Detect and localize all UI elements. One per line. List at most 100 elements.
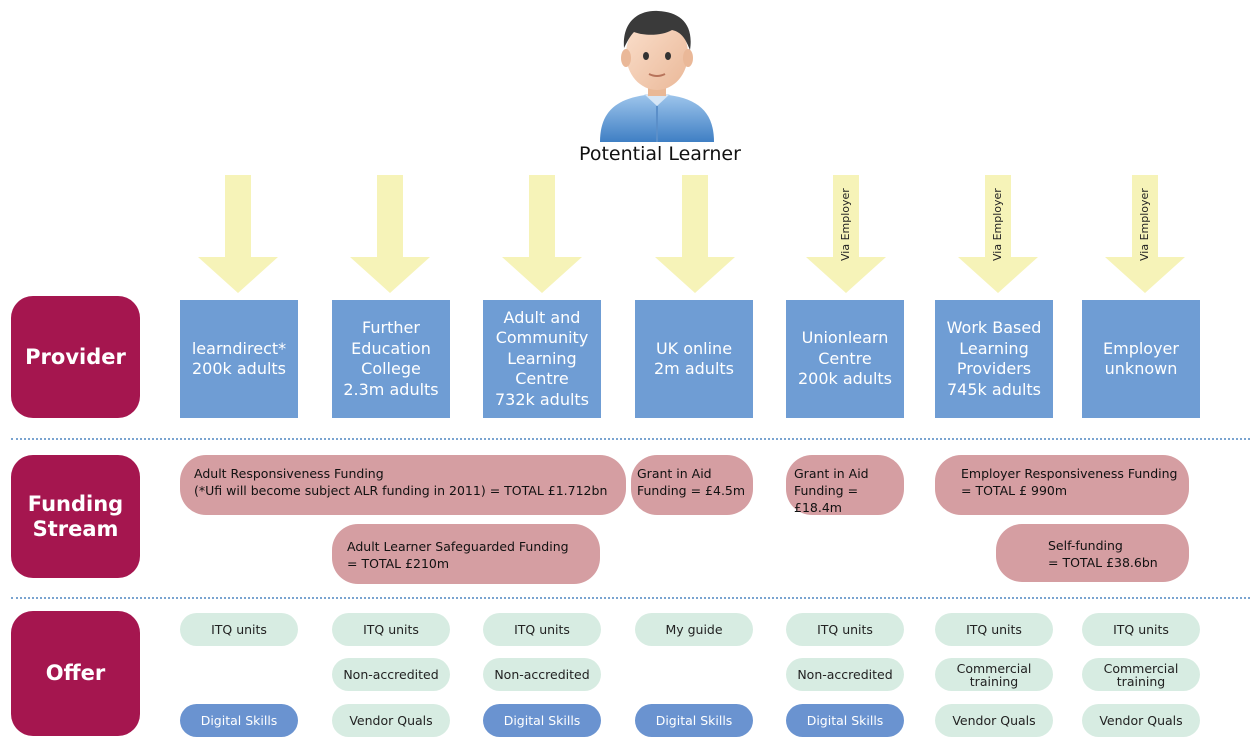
down-arrow	[350, 175, 430, 293]
offer-text: Digital Skills	[806, 713, 884, 728]
funding-grant-in-aid-uk-online: Grant in Aid Funding = £4.5m	[631, 455, 753, 515]
offer-text: Vendor Quals	[1099, 713, 1183, 728]
provider-line: 2.3m adults	[343, 379, 439, 399]
row-label-offer: Offer	[11, 611, 140, 736]
offer-pill: My guide	[635, 613, 753, 646]
provider-line: Providers	[956, 359, 1032, 378]
offer-text: Vendor Quals	[349, 713, 433, 728]
provider-line: unknown	[1104, 359, 1178, 378]
offer-text: Commercial training	[956, 660, 1032, 689]
funding-text: Funding = £18.4m	[794, 483, 859, 515]
funding-grant-in-aid-unionlearn: Grant in Aid Funding = £18.4m	[786, 455, 904, 515]
offer-pill: Commercial training	[935, 658, 1053, 691]
provider-line: Community	[495, 328, 589, 348]
provider-line: College	[361, 359, 421, 378]
offer-text: ITQ units	[211, 622, 267, 637]
provider-line: Learning	[507, 348, 577, 368]
funding-adult-responsiveness: Adult Responsiveness Funding (*Ufi will …	[180, 455, 626, 515]
provider-line: 732k adults	[494, 389, 590, 409]
funding-text: Funding = £4.5m	[637, 483, 746, 498]
offer-text: Non-accredited	[343, 667, 439, 682]
offer-pill: Vendor Quals	[1082, 704, 1200, 737]
funding-text: Adult Learner Safeguarded Funding	[347, 539, 569, 554]
funding-text: Employer Responsiveness Funding	[961, 466, 1178, 481]
funding-text: Adult Responsiveness Funding	[194, 466, 384, 481]
funding-text: = TOTAL £38.6bn	[1048, 555, 1158, 570]
funding-adult-learner-safeguarded: Adult Learner Safeguarded Funding = TOTA…	[332, 524, 600, 584]
provider-line: Adult and	[503, 307, 581, 327]
funding-employer-responsiveness: Employer Responsiveness Funding = TOTAL …	[935, 455, 1189, 515]
offer-pill: Vendor Quals	[935, 704, 1053, 737]
offer-pill: ITQ units	[1082, 613, 1200, 646]
offer-pill: Digital Skills	[180, 704, 298, 737]
row-label-funding-stream: Funding Stream	[11, 455, 140, 578]
section-divider	[11, 438, 1250, 440]
funding-text: (*Ufi will become subject ALR funding in…	[194, 483, 608, 498]
offer-pill: Vendor Quals	[332, 704, 450, 737]
offer-pill: Commercial training	[1082, 658, 1200, 691]
provider-line: learndirect*	[191, 338, 287, 358]
offer-pill: ITQ units	[483, 613, 601, 646]
offer-pill: ITQ units	[786, 613, 904, 646]
offer-text: Commercial training	[1103, 660, 1179, 689]
section-divider	[11, 597, 1250, 599]
provider-line: 200k adults	[797, 369, 893, 389]
down-arrow	[198, 175, 278, 293]
offer-pill: ITQ units	[935, 613, 1053, 646]
via-employer-label: Via Employer	[1138, 188, 1151, 261]
offer-pill: ITQ units	[332, 613, 450, 646]
offer-text: ITQ units	[363, 622, 419, 637]
row-label-text: Provider	[25, 344, 126, 369]
row-label-text: Offer	[45, 661, 106, 685]
row-label-text: Funding	[27, 491, 124, 516]
offer-text: ITQ units	[1113, 622, 1169, 637]
offer-text: Digital Skills	[655, 713, 733, 728]
via-employer-label: Via Employer	[839, 188, 852, 261]
offer-pill: Digital Skills	[483, 704, 601, 737]
person-icon	[592, 6, 722, 142]
offer-pill: Non-accredited	[483, 658, 601, 691]
provider-line: Education	[351, 338, 431, 358]
offer-pill: Digital Skills	[635, 704, 753, 737]
offer-text: Non-accredited	[797, 667, 893, 682]
arrows-layer	[198, 175, 1185, 293]
provider-line: 2m adults	[653, 359, 734, 378]
funding-self-funding: Self-funding = TOTAL £38.6bn	[996, 524, 1189, 582]
offer-text: Vendor Quals	[952, 713, 1036, 728]
funding-text: = TOTAL £ 990m	[961, 483, 1068, 498]
provider-line: Centre	[818, 348, 872, 368]
via-employer-label: Via Employer	[991, 188, 1004, 261]
potential-learner-caption: Potential Learner	[579, 143, 741, 165]
down-arrow	[655, 175, 735, 293]
provider-line: Unionlearn	[801, 328, 889, 348]
offer-text: ITQ units	[514, 622, 570, 637]
offer-pill: Non-accredited	[332, 658, 450, 691]
offer-text: Digital Skills	[503, 713, 581, 728]
offer-text: ITQ units	[817, 622, 873, 637]
down-arrow	[958, 175, 1038, 293]
funding-text: Grant in Aid	[637, 466, 712, 481]
offer-text: ITQ units	[966, 622, 1022, 637]
row-label-text: Stream	[32, 516, 119, 541]
down-arrow	[806, 175, 886, 293]
offer-pill: Digital Skills	[786, 704, 904, 737]
provider-line: Centre	[515, 369, 569, 389]
provider-line: UK online	[655, 338, 733, 358]
down-arrow	[1105, 175, 1185, 293]
provider-line: Learning	[959, 338, 1029, 358]
provider-line: Further	[362, 318, 420, 337]
offer-pill: Non-accredited	[786, 658, 904, 691]
offer-text: My guide	[665, 622, 723, 637]
provider-line: Work Based	[946, 318, 1042, 337]
funding-text: Grant in Aid	[794, 466, 869, 481]
funding-text: = TOTAL £210m	[347, 556, 450, 571]
provider-line: 745k adults	[946, 379, 1042, 399]
down-arrow	[502, 175, 582, 293]
provider-line: 200k adults	[191, 359, 287, 378]
